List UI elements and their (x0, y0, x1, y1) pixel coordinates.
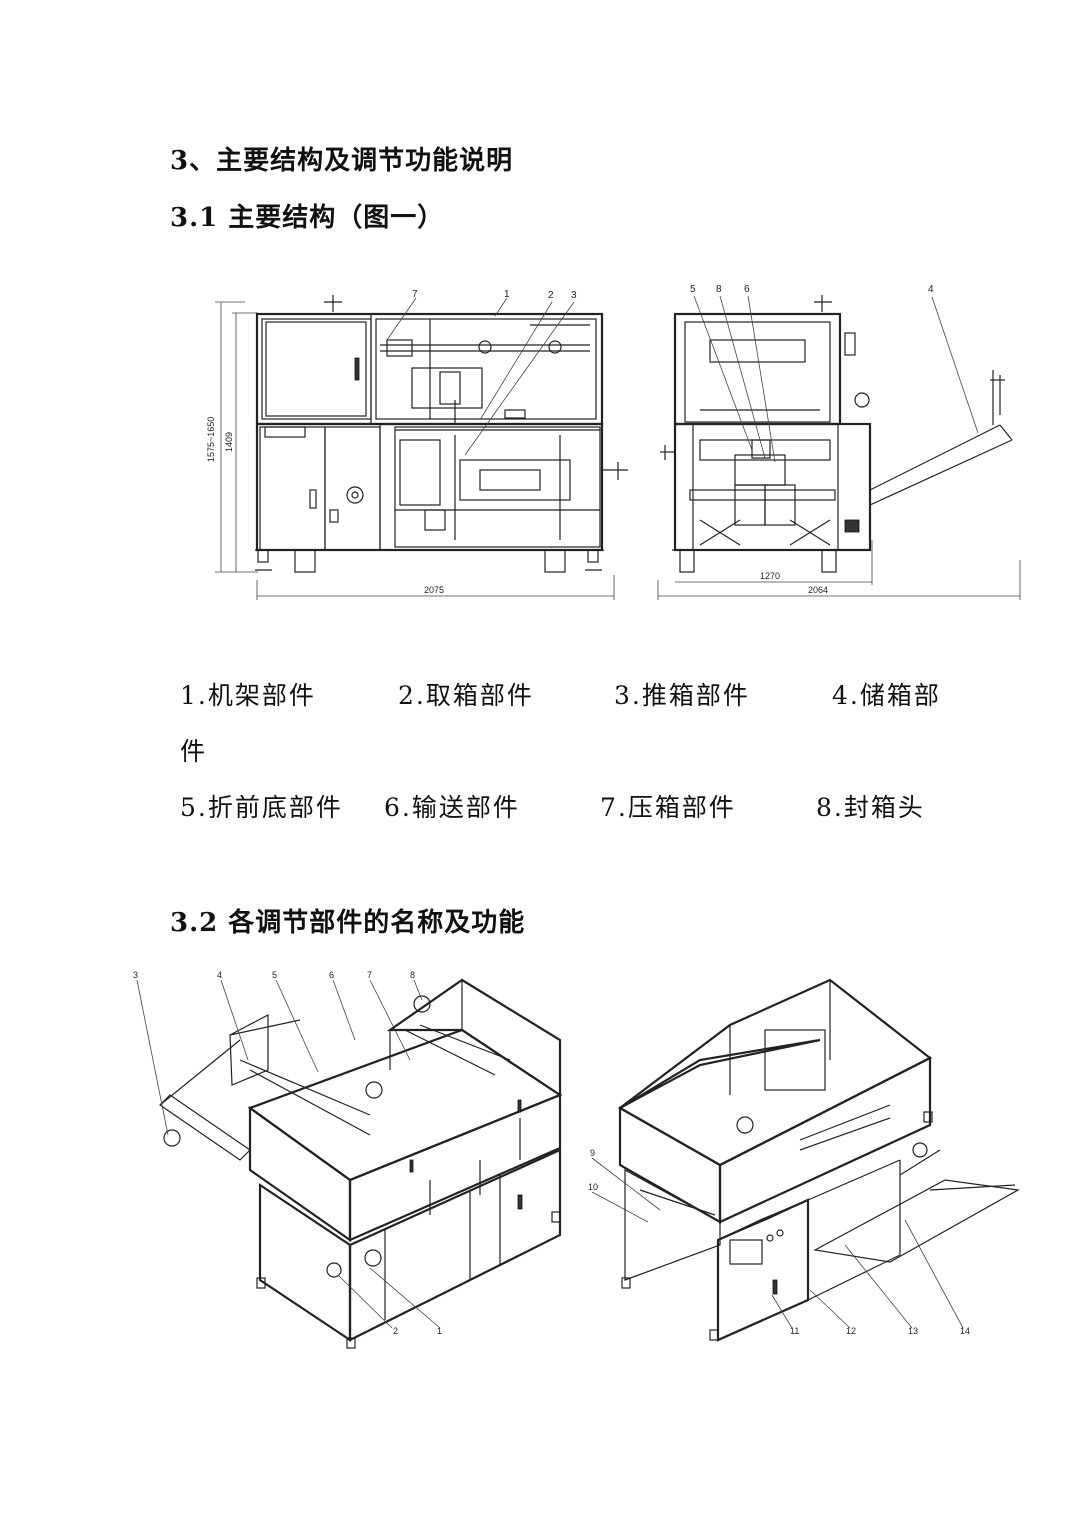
iso-callout-10: 10 (588, 1182, 598, 1192)
dim-height-range: 1575~1650 (206, 417, 216, 462)
dim-width-front: 2075 (424, 585, 444, 595)
callout-3: 3 (571, 290, 577, 301)
callout-4: 4 (928, 284, 934, 295)
iso-callout-4: 4 (217, 970, 222, 980)
dim-width-side-inner: 1270 (760, 571, 780, 581)
callout-8: 8 (716, 284, 722, 295)
callout-7: 7 (412, 289, 418, 300)
part-4: 4.储箱部 (832, 681, 941, 710)
dim-height: 1409 (224, 432, 234, 452)
iso-callout-12: 12 (846, 1326, 856, 1336)
part-7: 7.压箱部件 (600, 793, 736, 822)
iso-callout-11: 11 (790, 1326, 799, 1336)
subsection-heading-adjustment: 3.2 各调节部件的名称及功能 (170, 908, 526, 938)
callout-2: 2 (548, 290, 554, 301)
part-5: 5.折前底部件 (180, 793, 343, 822)
dim-width-side: 2064 (808, 585, 828, 595)
part-3: 3.推箱部件 (614, 681, 750, 710)
iso-callout-3: 3 (133, 970, 138, 980)
iso-callout-5: 5 (272, 970, 277, 980)
iso-callout-9: 9 (590, 1148, 595, 1158)
callout-6: 6 (744, 284, 750, 295)
iso-callout-13: 13 (908, 1326, 918, 1336)
iso-callout-1: 1 (437, 1326, 442, 1336)
iso-callout-7: 7 (367, 970, 372, 980)
callout-1: 1 (504, 289, 510, 300)
iso-callout-6: 6 (329, 970, 334, 980)
subsection-heading-structure: 3.1 主要结构（图一） (170, 203, 445, 233)
callout-5: 5 (690, 284, 696, 295)
section-heading: 3、主要结构及调节功能说明 (170, 146, 514, 176)
part-6: 6.输送部件 (384, 793, 520, 822)
iso-callout-8: 8 (410, 970, 415, 980)
part-4-wrap: 件 (180, 737, 208, 766)
iso-callout-2: 2 (393, 1326, 398, 1336)
part-8: 8.封箱头 (816, 793, 925, 822)
iso-callout-14: 14 (960, 1326, 970, 1336)
part-2: 2.取箱部件 (398, 681, 534, 710)
part-1: 1.机架部件 (180, 681, 316, 710)
